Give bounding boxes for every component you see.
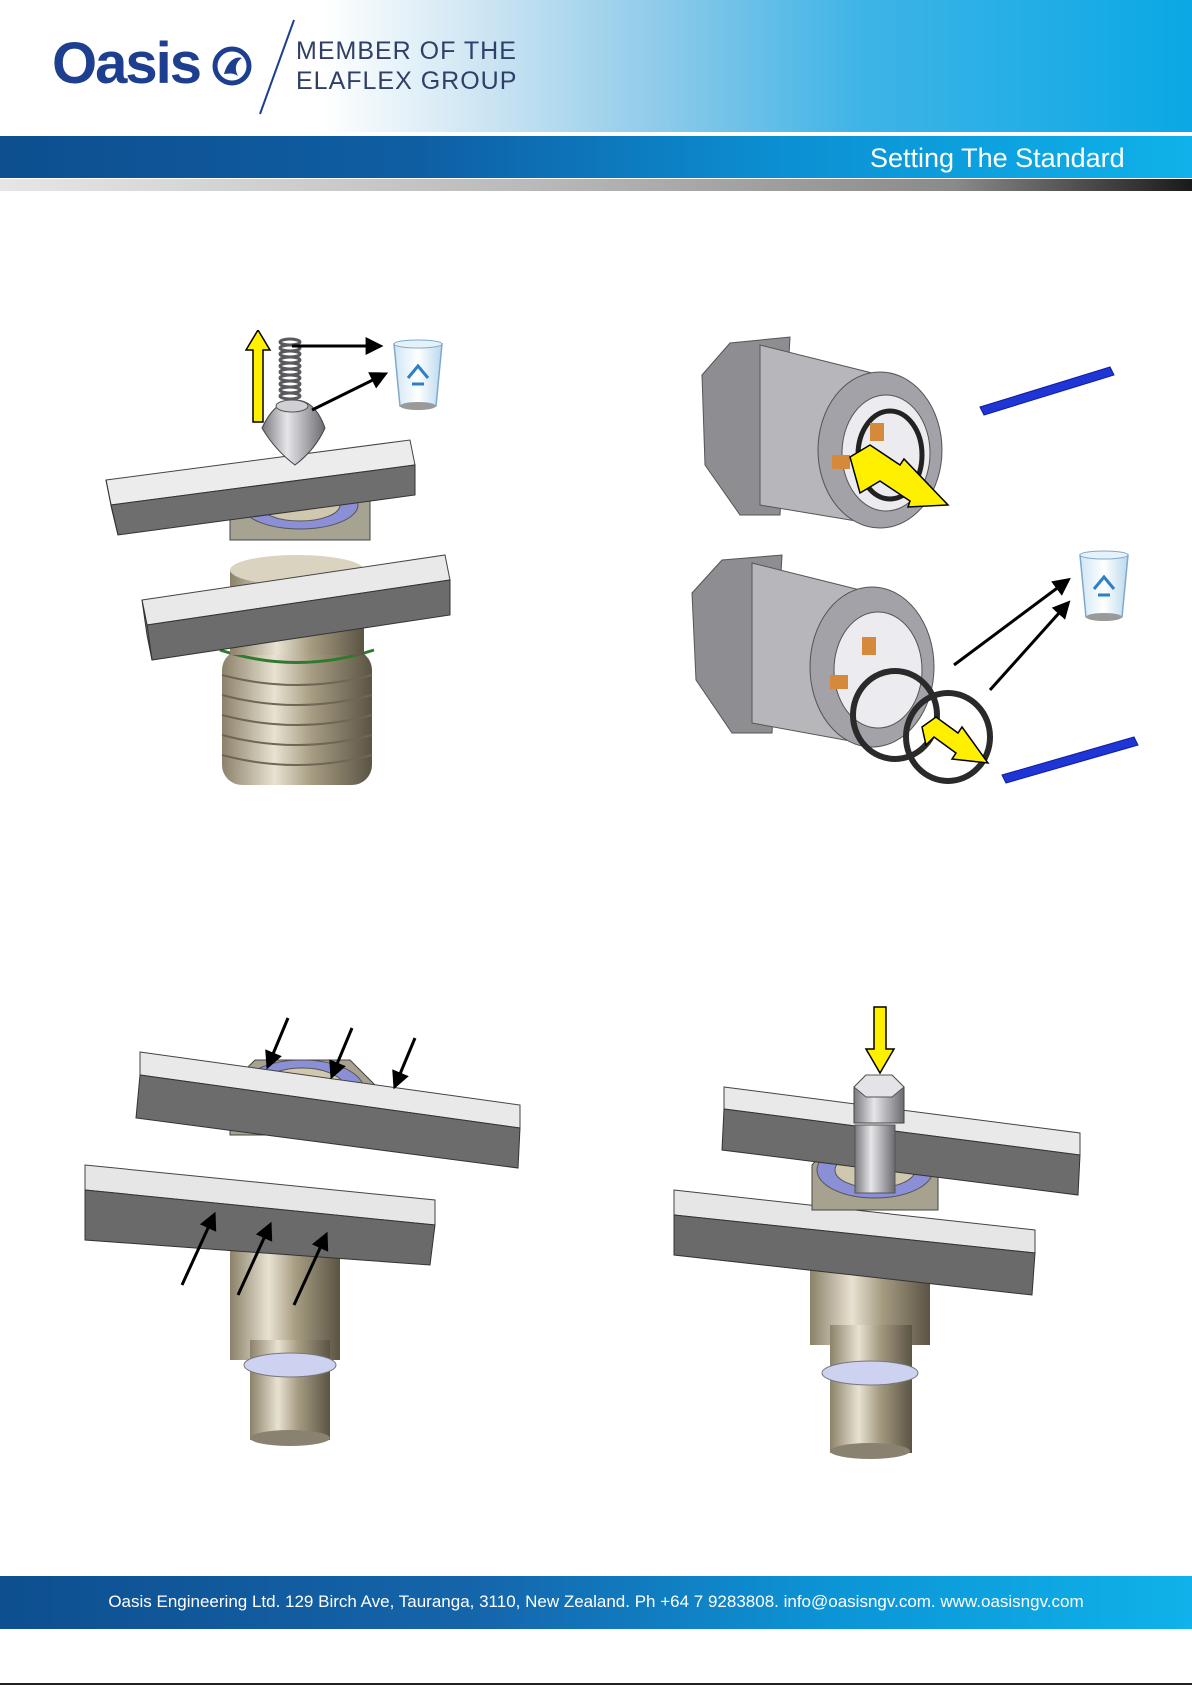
footer-contact-text: Oasis Engineering Ltd. 129 Birch Ave, Ta…: [0, 1592, 1192, 1612]
pressure-arrow-1: [268, 1018, 288, 1066]
figure-step-1: [100, 330, 480, 800]
figure-step-2: [690, 335, 1150, 795]
header-slash-divider: [258, 18, 298, 118]
pick-tool-upper: [980, 367, 1114, 415]
pressure-arrow-3: [395, 1038, 415, 1086]
nozzle-body: [230, 1230, 340, 1446]
discard-arrow-2: [990, 603, 1068, 690]
coupling-body-upper: [702, 337, 942, 528]
figure-step-3: [80, 1010, 530, 1450]
spring: [280, 339, 300, 399]
member-of-text: MEMBER OF THE: [296, 37, 517, 66]
page-header: Oasis MEMBER OF THE ELAFLEX GROUP Settin…: [0, 0, 1192, 195]
header-grey-band: [0, 179, 1192, 191]
discard-arrow-poppet: [312, 374, 385, 410]
down-arrow: [866, 1007, 894, 1073]
figure-step-4: [670, 1005, 1090, 1460]
yellow-arrow-lower: [922, 717, 988, 763]
brand-logo-text: Oasis: [52, 30, 200, 97]
coupling-body-lower: [692, 555, 934, 747]
page-footer: Oasis Engineering Ltd. 129 Birch Ave, Ta…: [0, 1576, 1192, 1629]
pick-tool-lower: [1002, 737, 1138, 783]
oasis-logo-icon: [212, 46, 252, 86]
tagline: Setting The Standard: [870, 143, 1125, 174]
group-name-text: ELAFLEX GROUP: [296, 67, 517, 96]
up-arrow: [246, 330, 270, 422]
recycle-bin-icon: [1080, 551, 1128, 621]
recycle-bin-icon: [394, 340, 442, 410]
